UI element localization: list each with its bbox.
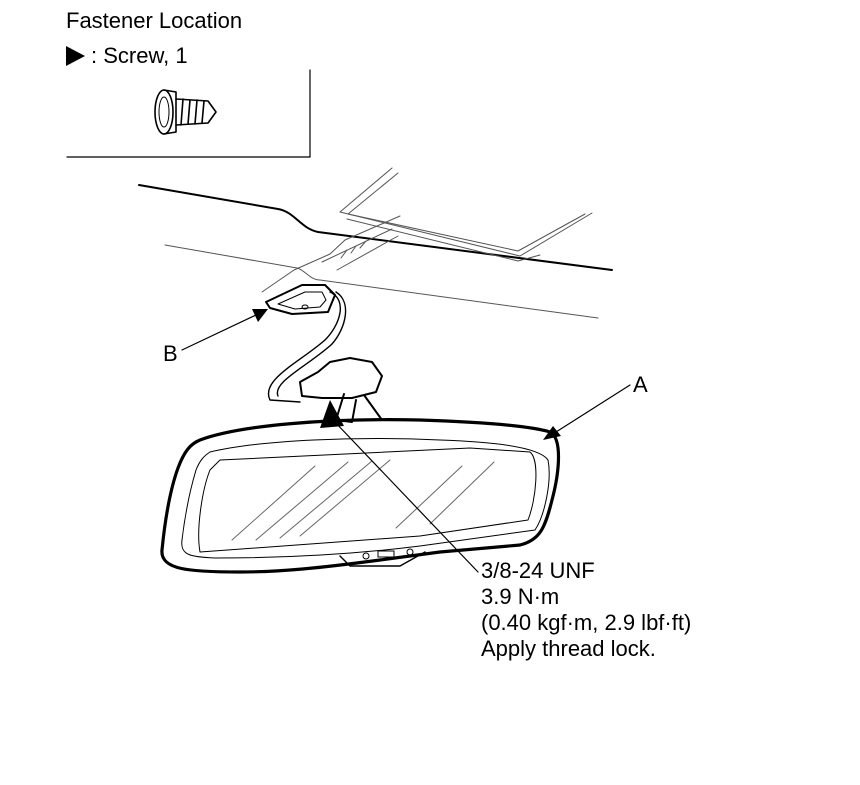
torque-nm: 3.9 N·m <box>481 584 560 609</box>
roof-outline <box>138 184 613 271</box>
headliner-lines <box>164 215 599 319</box>
page-title: Fastener Location <box>66 8 243 33</box>
thread-lock-note: Apply thread lock. <box>481 636 656 661</box>
callout-b: B <box>163 341 178 366</box>
legend-box <box>66 69 311 158</box>
torque-spec: 3/8-24 UNF 3.9 N·m (0.40 kgf·m, 2.9 lbf·… <box>481 558 691 662</box>
torque-alt-units: (0.40 kgf·m, 2.9 lbf·ft) <box>481 610 692 635</box>
mirror-body <box>160 418 561 574</box>
bracket-b <box>265 284 336 315</box>
thread-spec: 3/8-24 UNF <box>481 558 595 583</box>
screw-icon <box>154 89 217 135</box>
legend-label: : Screw, 1 <box>91 43 188 68</box>
screw-location-arrow <box>320 400 479 573</box>
leader-b <box>181 309 268 351</box>
mirror-mount <box>299 357 383 423</box>
arrow-pointer-icon <box>66 46 85 66</box>
sunroof-frame <box>339 167 593 262</box>
wire-harness <box>267 291 347 403</box>
leader-a <box>543 384 631 440</box>
callout-a: A <box>633 372 648 397</box>
glass-reflection <box>231 459 495 541</box>
legend: : Screw, 1 <box>66 43 188 69</box>
